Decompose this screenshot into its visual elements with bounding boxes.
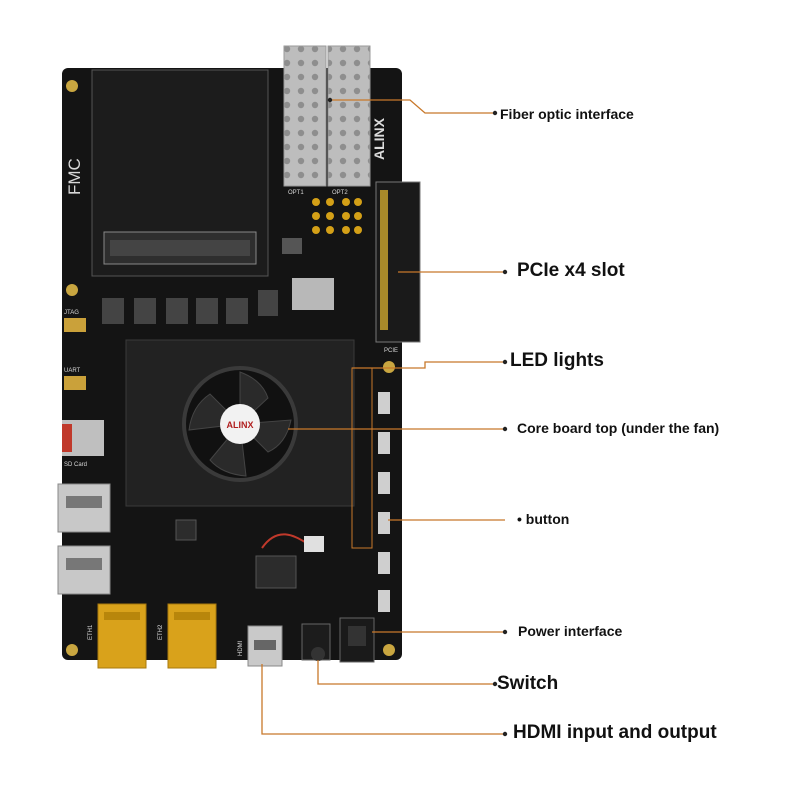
power-modules	[102, 290, 278, 324]
mounting-hole	[66, 284, 78, 296]
alinx-label: ALINX	[371, 117, 387, 160]
chip	[292, 278, 334, 310]
silk-uart: UART	[64, 368, 81, 374]
jtag-connector	[64, 318, 86, 332]
callout-pcie: PCIe x4 slot	[517, 260, 625, 281]
chip	[255, 555, 297, 589]
silk-eth1: ETH1	[88, 624, 94, 640]
leader-led	[352, 361, 505, 369]
silk-opt2: OPT2	[332, 190, 348, 196]
mounting-hole	[383, 361, 395, 373]
silk-jtag: JTAG	[64, 310, 79, 316]
callout-core: Core board top (under the fan)	[517, 420, 720, 436]
leader-fiber	[330, 99, 495, 114]
callout-power: Power interface	[518, 623, 623, 639]
chip	[282, 238, 302, 254]
callout-hdmi: HDMI input and output	[513, 722, 717, 743]
leader-hdmi	[261, 664, 505, 735]
uart-connector	[64, 376, 86, 390]
silk-sdcard: SD Card	[64, 462, 87, 468]
callout-button: • button	[517, 511, 570, 527]
callout-fiber: Fiber optic interface	[500, 106, 634, 122]
leader-dots	[327, 97, 508, 737]
silk-pcie: PCIE	[384, 348, 398, 354]
fmc-label: FMC	[65, 158, 84, 195]
fan-logo: ALINX	[227, 420, 254, 430]
button-column	[378, 392, 390, 612]
mounting-hole	[66, 644, 78, 656]
silk-opt1: OPT1	[288, 190, 304, 196]
sfp-cages	[283, 45, 371, 187]
callout-led: LED lights	[510, 350, 604, 371]
callout-switch: Switch	[497, 673, 559, 694]
leader-lines	[261, 99, 505, 735]
silk-hdmi: HDMI	[238, 640, 244, 656]
mounting-hole	[383, 644, 395, 656]
gold-pads	[312, 198, 362, 234]
mounting-hole	[66, 80, 78, 92]
silk-eth2: ETH2	[158, 624, 164, 640]
leader-switch	[317, 660, 495, 685]
chip	[175, 519, 197, 541]
